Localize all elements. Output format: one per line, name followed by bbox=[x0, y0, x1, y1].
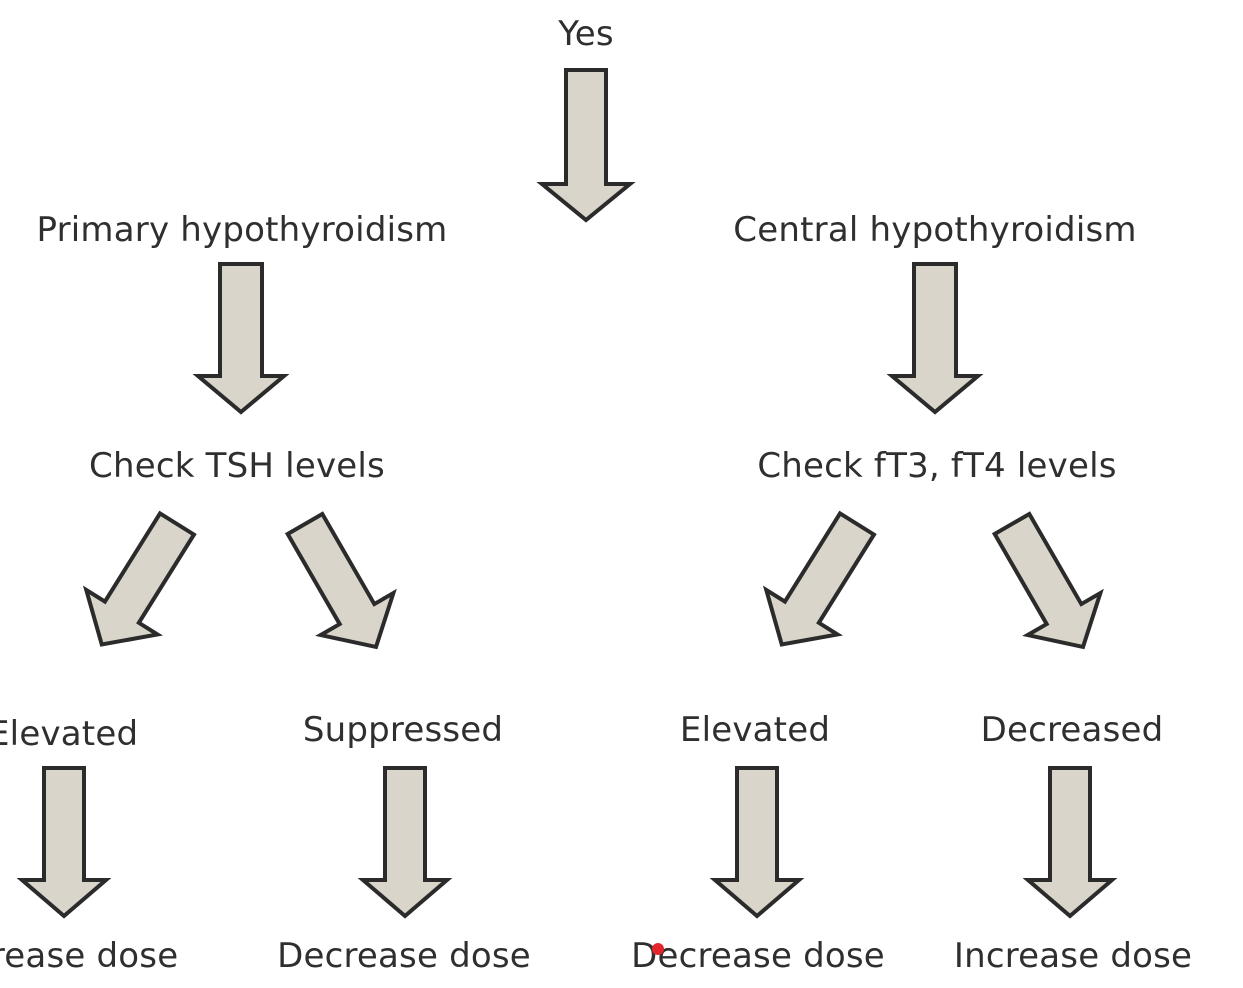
node-primary-hypothyroidism: Primary hypothyroidism bbox=[36, 210, 448, 250]
node-primary-elevated: Elevated bbox=[0, 714, 139, 754]
node-primary-suppressed-action: Decrease dose bbox=[277, 936, 531, 976]
arrow-tsh-to-suppressed bbox=[284, 511, 397, 650]
arrow-central-to-check-ft bbox=[886, 262, 984, 415]
arrow-primary-to-check-tsh bbox=[192, 262, 290, 415]
arrow-ft-to-elevated bbox=[762, 510, 877, 647]
arrow-tsh-to-elevated bbox=[82, 510, 197, 647]
node-central-hypothyroidism: Central hypothyroidism bbox=[733, 210, 1137, 250]
arrow-c-decreased-to-action bbox=[1022, 766, 1118, 919]
node-central-decreased-action: Increase dose bbox=[953, 936, 1193, 976]
node-central-elevated-action: Decrease dose bbox=[631, 936, 885, 976]
pointer-cursor-dot bbox=[652, 943, 664, 955]
arrow-p-suppressed-to-action bbox=[357, 766, 453, 919]
node-suppressed: Suppressed bbox=[302, 710, 504, 750]
node-yes: Yes bbox=[558, 14, 614, 54]
node-decreased: Decreased bbox=[980, 710, 1164, 750]
arrow-yes-down bbox=[536, 68, 636, 223]
arrow-c-elevated-to-action bbox=[709, 766, 805, 919]
node-central-elevated: Elevated bbox=[679, 710, 831, 750]
arrow-p-elevated-to-action bbox=[16, 766, 112, 919]
arrow-ft-to-decreased bbox=[991, 511, 1104, 650]
node-check-tsh-levels: Check TSH levels bbox=[89, 446, 385, 486]
node-primary-elevated-action: Increase dose bbox=[0, 936, 179, 976]
node-check-ft3-ft4-levels: Check fT3, fT4 levels bbox=[757, 446, 1117, 486]
